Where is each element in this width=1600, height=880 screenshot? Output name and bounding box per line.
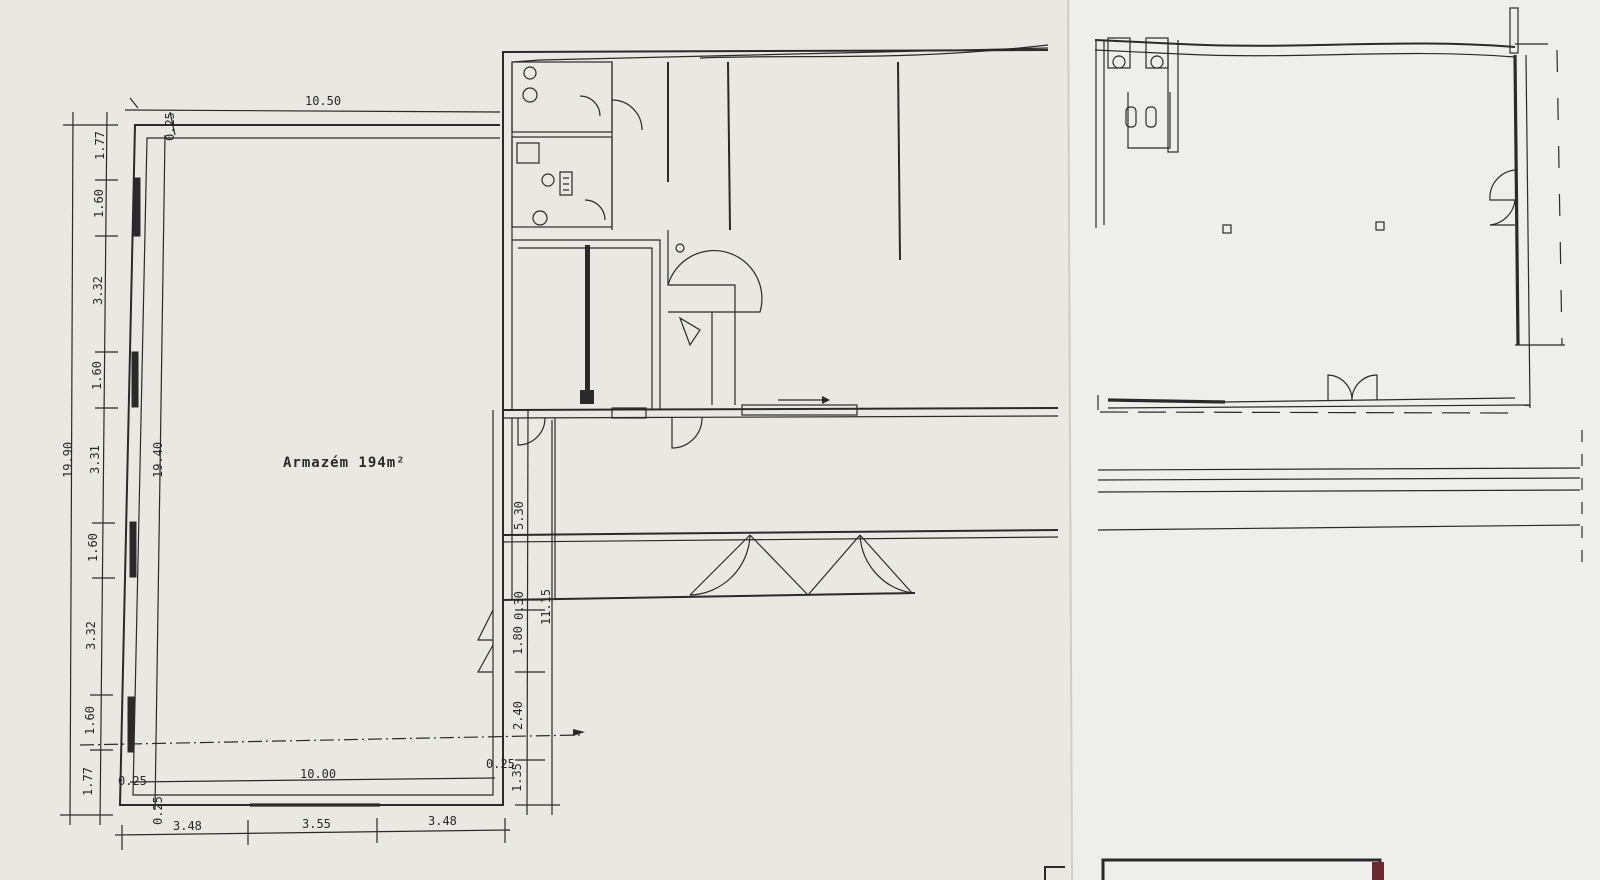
right-sheet [1070,0,1600,880]
dim-right-3: 2.40 [511,701,525,730]
dim-left-2: 3.32 [91,276,105,305]
room-label: Armazém 194m² [283,455,406,471]
dim-wall-top-inner: 0.25 [163,112,177,141]
dim-left-1: 1.60 [92,189,106,218]
dim-left-3: 1.60 [90,361,104,390]
dim-bottom-2: 3.48 [428,814,457,828]
dimension-lines [60,97,560,850]
frame-corner-left [1044,866,1065,880]
dim-right-1: 0.30 [512,591,526,620]
dim-left-5: 1.60 [86,533,100,562]
dim-left-0: 1.77 [93,131,107,160]
dim-inner-bottom-width: 10.00 [300,767,336,781]
armazem-walls [79,124,585,807]
dim-left-4: 3.31 [88,445,102,474]
dim-bottom-0: 3.48 [173,819,202,833]
dim-left-7: 1.60 [83,706,97,735]
dim-right-4: 1.35 [510,763,524,792]
dim-right-2: 1.80 [511,626,525,655]
dim-right-total: 11.15 [539,589,553,625]
dim-wall-right-inner: 0.25 [486,757,515,771]
dim-bottom-1: 3.55 [302,817,331,831]
dim-top-width: 10.50 [305,94,341,108]
right-dimension-labels: 5.30 0.30 1.80 2.40 1.35 11.15 [510,501,553,792]
frame-accent [1372,862,1384,880]
dim-wall-bottom: 0.25 [151,796,165,825]
dim-left-8: 1.77 [81,767,95,796]
left-sheet [0,0,1070,880]
annex-plan [1094,7,1583,565]
central-block-walls [502,44,1059,610]
dim-outer-height: 19.90 [61,442,75,478]
dim-inner-height: 19.40 [151,442,165,478]
left-dimension-labels: 1.77 1.60 3.32 1.60 3.31 1.60 3.32 1.60 … [81,131,107,796]
dim-left-6: 3.32 [84,621,98,650]
dim-wall-left-inner: 0.25 [118,774,147,788]
sheet-fold [1067,0,1073,880]
dim-right-0: 5.30 [512,501,526,530]
bottom-dimension-labels: 3.48 3.55 3.48 [173,814,457,833]
